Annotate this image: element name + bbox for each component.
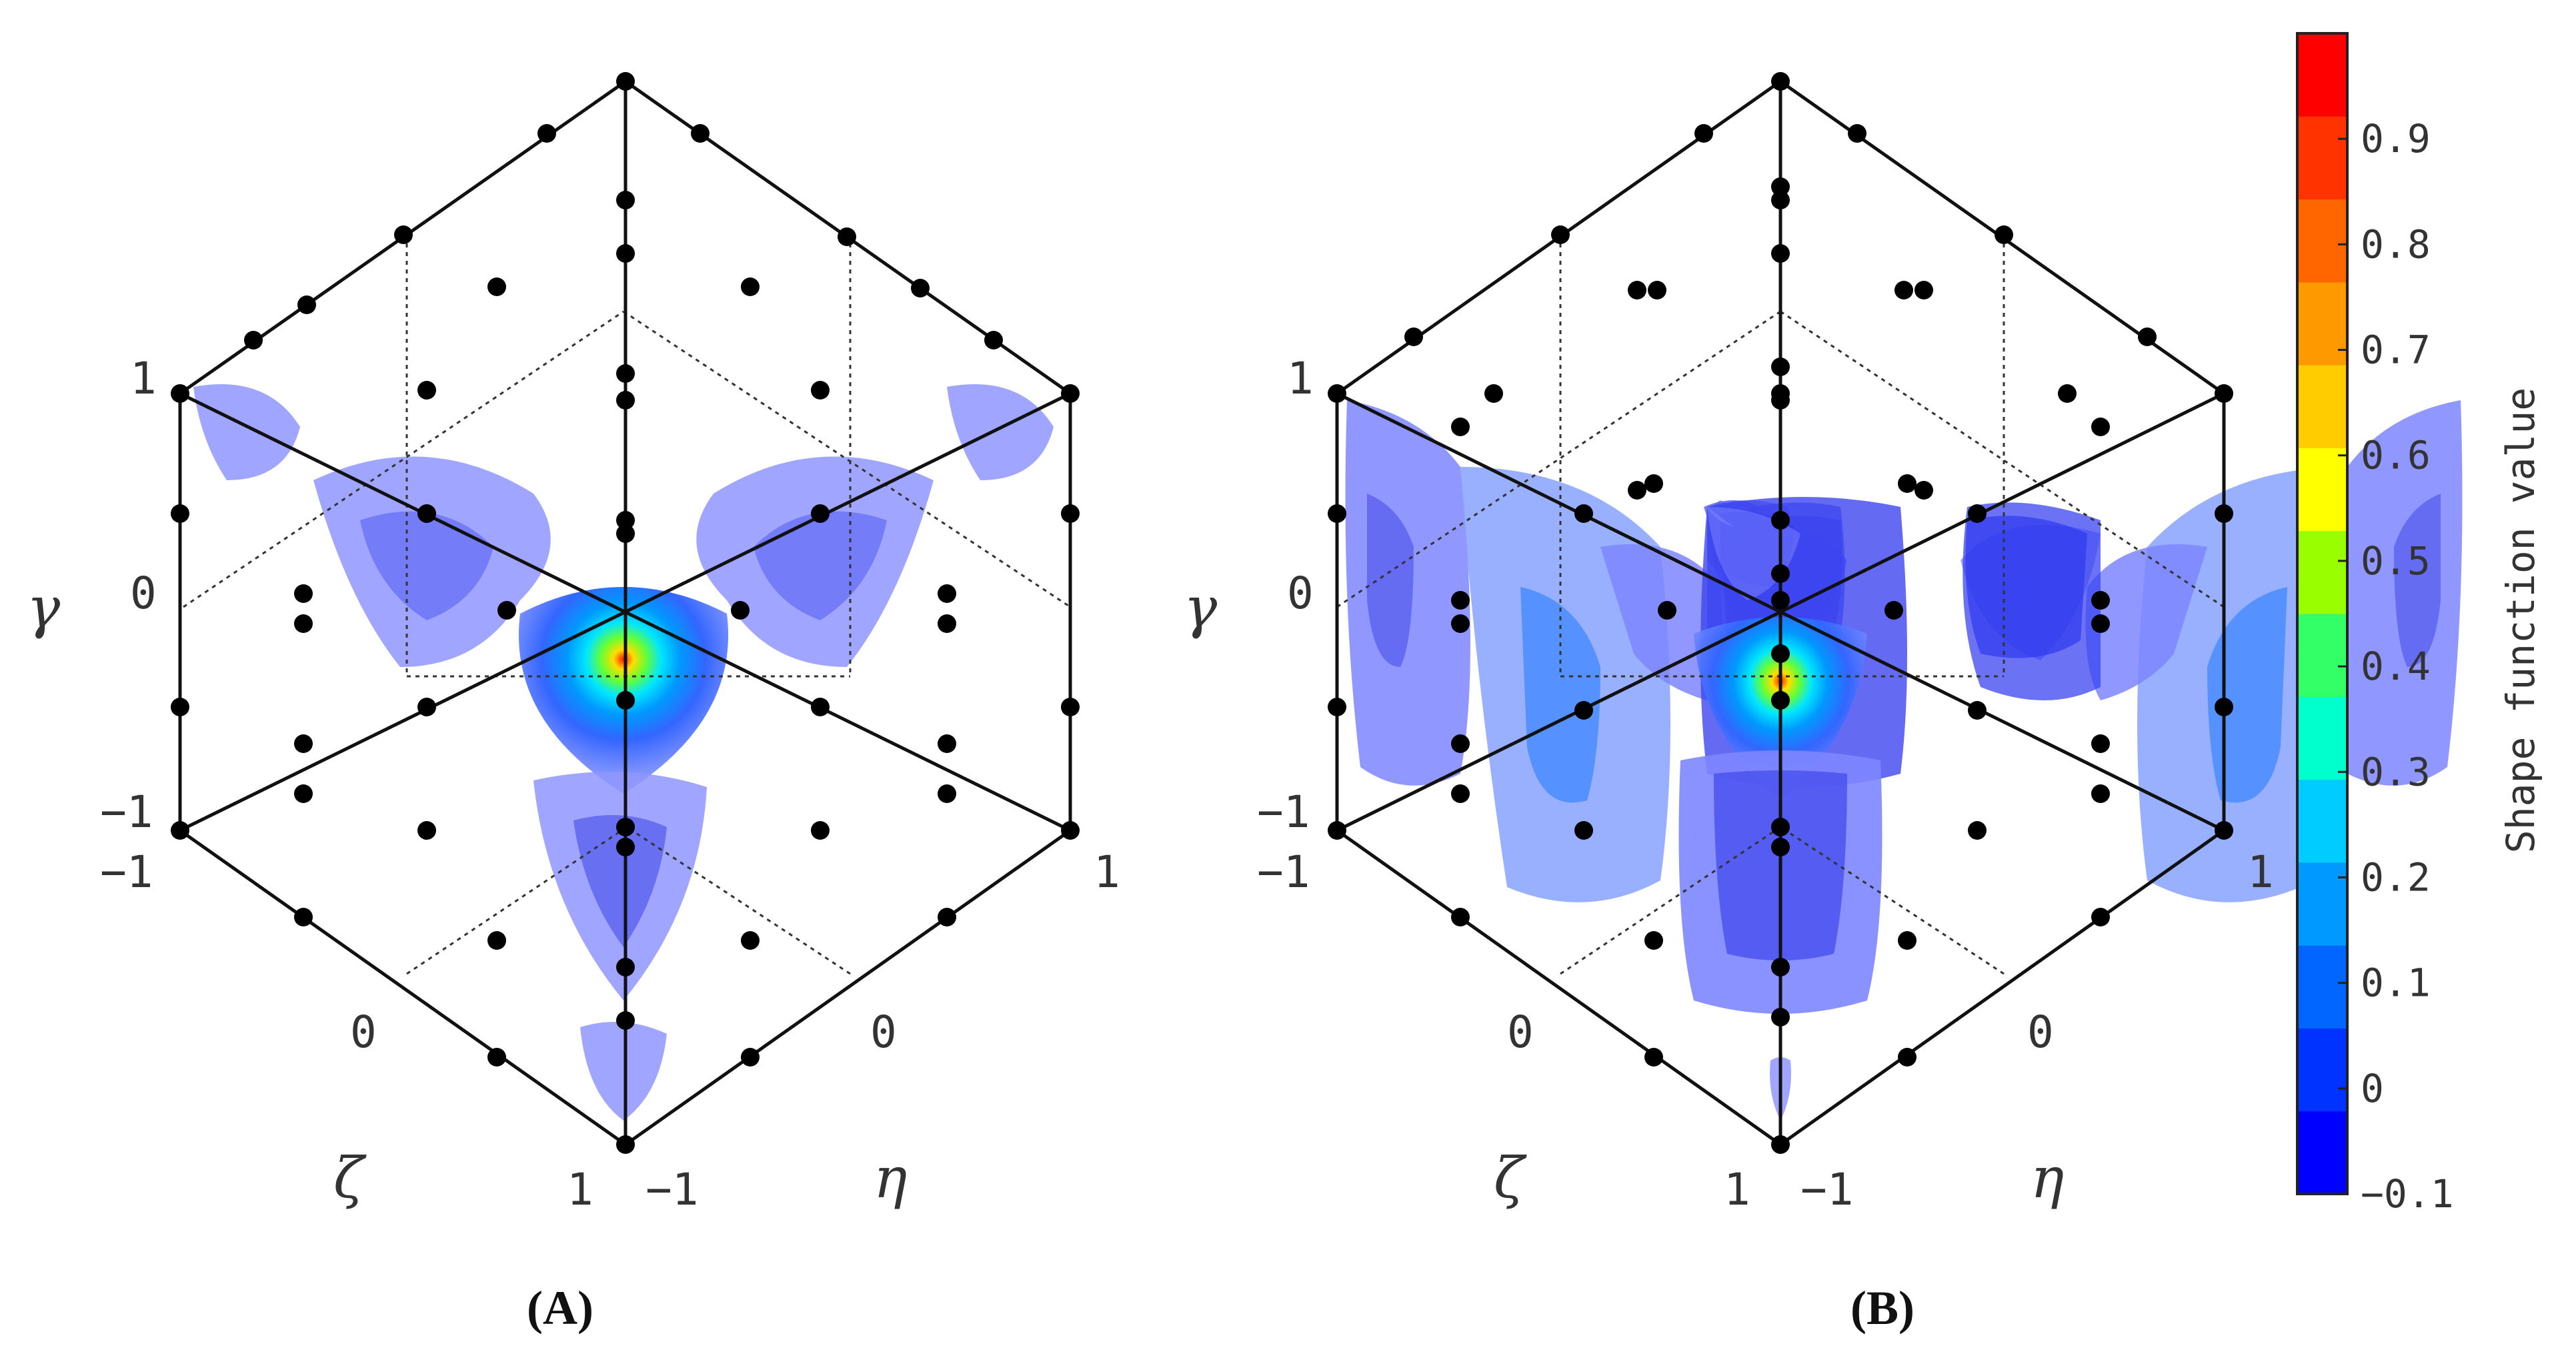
- gamma-tick-top: 1: [130, 353, 157, 404]
- gamma-tick-top: 1: [1287, 353, 1314, 404]
- zeta-axis-label: ζ: [1494, 1145, 1527, 1211]
- colorbar-band: [2297, 696, 2347, 780]
- colorbar-band: [2297, 779, 2347, 863]
- eta-tick-start: −1: [646, 1164, 698, 1215]
- colorbar-tick-label: 0.6: [2361, 433, 2431, 478]
- gamma-tick-bottom: −1: [1257, 786, 1310, 838]
- colorbar-tick-label: 0.8: [2361, 221, 2431, 267]
- contour-blob: [580, 1022, 667, 1121]
- contour-blob: [947, 384, 1054, 480]
- gamma-tick-bottom: −1: [100, 786, 153, 838]
- colorbar-band: [2297, 365, 2347, 448]
- colorbar-ticks: 0.9 0.8 0.7 0.6 0.5 0.4 0.3 0.2 0.1 0 −0.1: [2338, 116, 2454, 1217]
- colorbar-title: Shape function value: [2498, 388, 2543, 853]
- colorbar-tick-label: 0.4: [2361, 644, 2431, 689]
- colorbar-band: [2297, 945, 2347, 1029]
- zeta-tick-mid: 0: [350, 1006, 377, 1058]
- colorbar-bands: [2297, 33, 2347, 1195]
- panel-b-inner-grid: [1336, 235, 2225, 975]
- zeta-tick-end: 1: [1724, 1164, 1750, 1215]
- panel-a-labels: 1 0 −1 −1 0 1 −1 0 1: [100, 353, 1120, 1215]
- eta-tick-start: −1: [1800, 1164, 1853, 1215]
- colorbar-band: [2297, 116, 2347, 200]
- panel-a-nodes: [171, 72, 1080, 1154]
- colorbar-tick-label: 0.2: [2361, 854, 2431, 900]
- contour-blob: [1520, 587, 1600, 803]
- panel-b-label: (B): [1850, 1281, 1914, 1335]
- panel-a: 1 0 −1 −1 0 1 −1 0 1 γ ζ η (A): [27, 72, 1120, 1335]
- contour-blob: [754, 511, 887, 620]
- gamma-axis-label: γ: [1184, 575, 1218, 640]
- colorbar-tick-label: 0: [2361, 1066, 2384, 1111]
- zeta-tick-mid: 0: [1507, 1006, 1534, 1058]
- zeta-tick-start: −1: [1257, 846, 1310, 898]
- colorbar-band: [2297, 199, 2347, 283]
- panel-b: 1 0 −1 −1 0 1 −1 0 1 γ ζ η (B): [1184, 72, 2463, 1335]
- colorbar-tick-label: 0.1: [2361, 960, 2431, 1006]
- colorbar-band: [2297, 33, 2347, 117]
- contour-blob: [1367, 494, 1414, 667]
- contour-blob: [2207, 587, 2287, 803]
- panel-a-contours: [193, 384, 1054, 1121]
- zeta-tick-end: 1: [567, 1164, 593, 1215]
- panel-b-contours: [1345, 400, 2463, 1121]
- eta-tick-mid: 0: [870, 1006, 897, 1058]
- zeta-tick-start: −1: [100, 846, 153, 898]
- panel-b-labels: 1 0 −1 −1 0 1 −1 0 1: [1257, 353, 2274, 1215]
- contour-blob: [2085, 544, 2207, 700]
- colorbar-band: [2297, 281, 2347, 366]
- colorbar-band: [2297, 530, 2347, 614]
- gamma-tick-mid: 0: [1287, 568, 1314, 619]
- colorbar-band: [2297, 1028, 2347, 1112]
- contour-blob: [193, 384, 300, 480]
- colorbar-band: [2297, 448, 2347, 532]
- eta-tick-end: 1: [1094, 846, 1120, 898]
- zeta-axis-label: ζ: [333, 1145, 367, 1211]
- colorbar: 0.9 0.8 0.7 0.6 0.5 0.4 0.3 0.2 0.1 0 −0.1 Shape f…: [2296, 32, 2543, 1217]
- colorbar-tick-label: 0.3: [2361, 749, 2431, 794]
- colorbar-band: [2297, 1111, 2347, 1195]
- eta-axis-label: η: [2031, 1145, 2064, 1211]
- contour-blob: [1965, 516, 2087, 658]
- colorbar-band: [2297, 614, 2347, 697]
- gamma-tick-mid: 0: [130, 568, 157, 619]
- contour-blob: [1707, 507, 1734, 527]
- panel-a-cube-edges: [178, 79, 1072, 1147]
- panel-b-nodes: [1328, 72, 2233, 1154]
- eta-axis-label: η: [874, 1145, 907, 1211]
- gamma-axis-label: γ: [27, 575, 61, 640]
- colorbar-tick-label: 0.9: [2361, 116, 2431, 161]
- contour-blob: [1600, 544, 1722, 700]
- colorbar-tick-label: 0.7: [2361, 327, 2431, 373]
- panel-a-label: (A): [527, 1281, 593, 1335]
- colorbar-tick-label: −0.1: [2361, 1171, 2454, 1217]
- eta-tick-mid: 0: [2027, 1006, 2054, 1058]
- contour-blob: [518, 587, 729, 794]
- colorbar-band: [2297, 862, 2347, 946]
- colorbar-tick-label: 0.5: [2361, 538, 2431, 584]
- contour-blob: [2394, 494, 2441, 667]
- contour-blob: [360, 511, 493, 620]
- panel-a-inner-grid: [183, 235, 1071, 975]
- eta-tick-end: 1: [2247, 846, 2274, 898]
- colorbar-frame: [2296, 32, 2349, 1195]
